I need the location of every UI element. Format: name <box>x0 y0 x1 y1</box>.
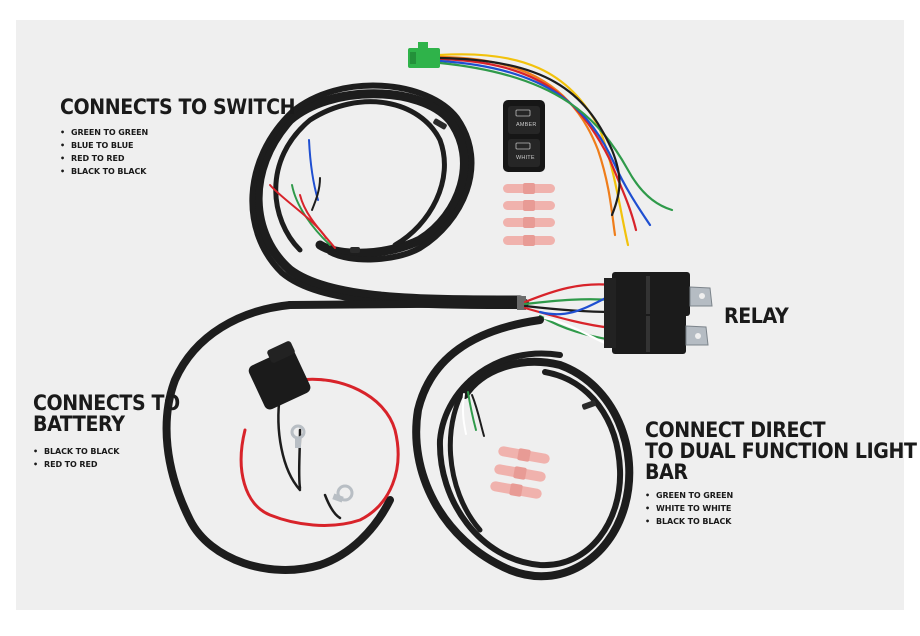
switch-label-amber: AMBER <box>516 122 537 128</box>
ring-terminals <box>290 424 354 503</box>
list-item: BLUE TO BLUE <box>60 139 295 152</box>
lightbar-label-group: CONNECT DIRECT TO DUAL FUNCTION LIGHT BA… <box>645 417 920 528</box>
list-item: WHITE TO WHITE <box>645 502 920 515</box>
loom-clip-switch <box>350 118 447 253</box>
loom-clip-lightbar <box>581 400 597 410</box>
relay-heading: RELAY <box>724 303 789 329</box>
lightbar-wire-ends <box>461 391 485 437</box>
trunk-clip <box>517 296 526 310</box>
switch-label-white: WHITE <box>516 155 535 161</box>
green-connector <box>408 42 440 68</box>
lightbar-instructions: GREEN TO GREEN WHITE TO WHITE BLACK TO B… <box>645 489 920 528</box>
lightbar-heading-line2: TO DUAL FUNCTION LIGHT BAR <box>645 438 917 485</box>
relay-wires <box>523 283 614 348</box>
lightbar-harness-coil <box>412 316 634 581</box>
battery-label-group: CONNECTS TO BATTERY BLACK TO BLACK RED T… <box>33 390 180 471</box>
relay-label-group: RELAY <box>724 303 789 329</box>
switch-wire-ends <box>269 139 336 249</box>
battery-instructions: BLACK TO BLACK RED TO RED <box>33 445 180 471</box>
fuse-holder <box>248 341 311 410</box>
list-item: BLACK TO BLACK <box>33 445 180 458</box>
dual-switch: AMBER WHITE <box>503 100 545 172</box>
list-item: BLACK TO BLACK <box>645 515 920 528</box>
battery-heading-line2: BATTERY <box>33 411 125 437</box>
switch-label-group: CONNECTS TO SWITCH GREEN TO GREEN BLUE T… <box>60 94 296 178</box>
switch-pigtail <box>438 53 674 247</box>
relay-units <box>604 272 713 354</box>
butt-connectors-lightbar <box>490 446 550 499</box>
lightbar-heading-line1: CONNECT DIRECT <box>645 417 826 443</box>
list-item: RED TO RED <box>33 458 180 471</box>
battery-heading-line1: CONNECTS TO <box>33 390 180 416</box>
list-item: GREEN TO GREEN <box>645 489 920 502</box>
main-trunk <box>162 299 529 574</box>
switch-instructions: GREEN TO GREEN BLUE TO BLUE RED TO RED B… <box>60 126 295 178</box>
list-item: GREEN TO GREEN <box>60 126 295 139</box>
list-item: BLACK TO BLACK <box>60 165 295 178</box>
switch-heading: CONNECTS TO SWITCH <box>60 94 296 120</box>
list-item: RED TO RED <box>60 152 295 165</box>
butt-connectors-switch <box>503 183 555 246</box>
